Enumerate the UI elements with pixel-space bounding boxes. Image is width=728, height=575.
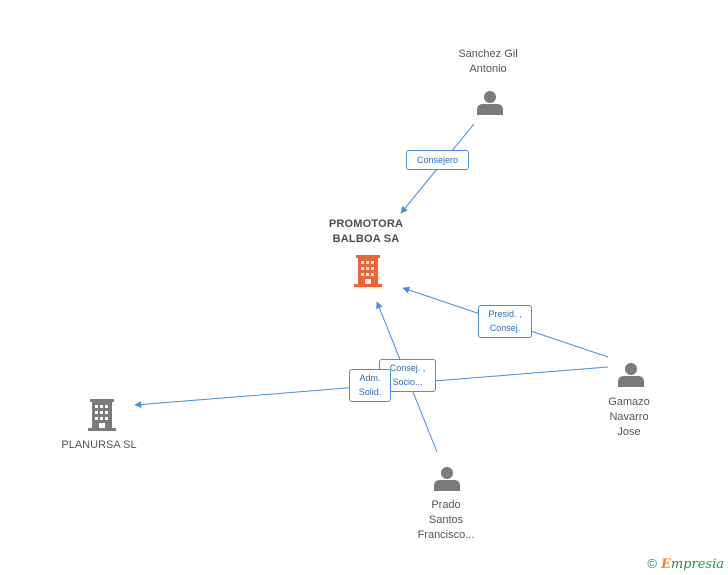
node-label-gamazo[interactable]: Gamazo Navarro Jose: [608, 396, 650, 438]
empresia-logo[interactable]: ©Empresia: [647, 556, 724, 572]
brand-name: mpresia: [670, 557, 724, 572]
node-label-promotora[interactable]: PROMOTORA BALBOA SA: [328, 218, 404, 245]
copyright-icon: ©: [647, 556, 657, 571]
node-label-planursa[interactable]: PLANURSA SL: [61, 439, 137, 451]
node-label-prado[interactable]: Prado Santos Francisco...: [417, 499, 475, 541]
brand-e: E: [660, 557, 671, 572]
node-label-sanchez[interactable]: Sanchez Gil Antonio: [458, 48, 518, 75]
building-icon-promotora[interactable]: [354, 255, 382, 287]
person-icon-gamazo[interactable]: [618, 363, 644, 387]
building-icon-planursa[interactable]: [88, 399, 116, 431]
edge-label-presid-consej[interactable]: Presid. , Consej.: [478, 305, 532, 338]
person-icon-sanchez[interactable]: [477, 91, 503, 115]
person-icon-prado[interactable]: [434, 467, 460, 491]
edge-label-adm-solid[interactable]: Adm. Solid.: [349, 369, 391, 402]
edge-label-consejero[interactable]: Consejero: [406, 150, 469, 170]
